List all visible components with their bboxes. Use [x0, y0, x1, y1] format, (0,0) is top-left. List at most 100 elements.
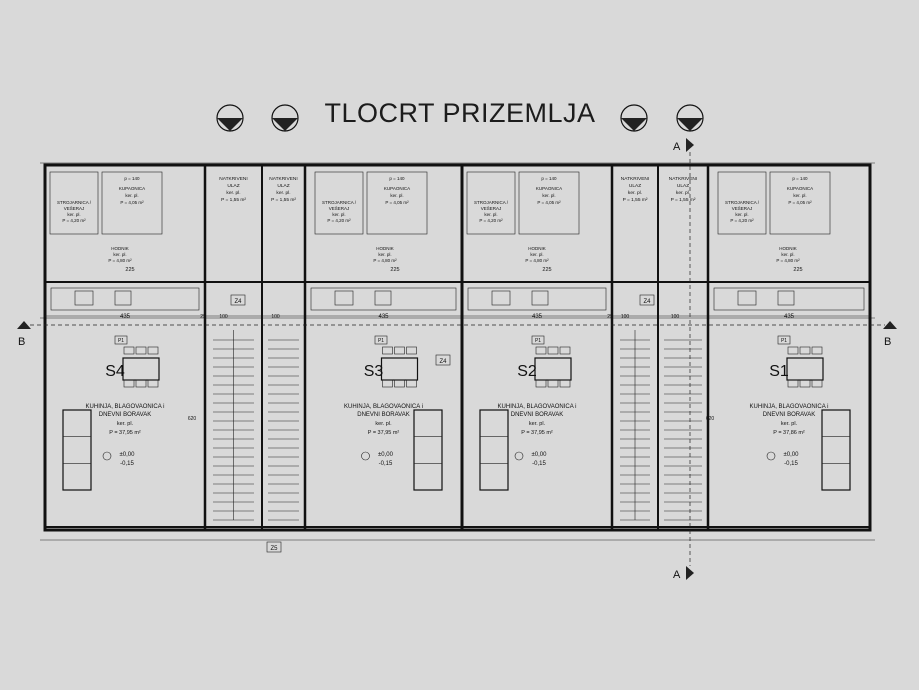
laundry-floor: ker. pl. — [484, 212, 497, 217]
tag-label: P1 — [118, 338, 124, 344]
laundry-room — [717, 171, 767, 235]
bathroom-name: KUPAONICA — [384, 186, 410, 191]
sofa — [479, 409, 509, 491]
level-bottom: -0,15 — [379, 461, 393, 467]
dining-chair — [811, 379, 823, 388]
laundry-name-2: VEŠERAJ — [329, 205, 350, 211]
kitchen-counter — [310, 287, 457, 311]
laundry-name: STROJARNICA / — [474, 200, 509, 205]
hall-name: HODNIK — [779, 246, 797, 251]
laundry-name-2: VEŠERAJ — [481, 205, 502, 211]
laundry-area: P = 4,20 m² — [62, 218, 86, 223]
level-marker-icon — [514, 451, 524, 461]
cooktop — [114, 290, 132, 306]
svg-text:B: B — [884, 336, 891, 348]
dining-chair — [535, 379, 547, 388]
tag-z5-box — [266, 541, 282, 553]
dining-chair — [123, 346, 135, 355]
section-marker-b-right: B — [883, 321, 897, 348]
bathroom — [769, 171, 831, 235]
bathroom — [518, 171, 580, 235]
room-name: KUHINJA, BLAGOVAONICA i — [344, 404, 423, 410]
kitchen-counter — [50, 287, 200, 311]
entrance-floor: ker. pl. — [276, 190, 290, 196]
stair-dim-100: 100 — [271, 314, 280, 320]
laundry-floor: ker. pl. — [332, 212, 345, 217]
dining-table — [122, 357, 160, 381]
unit-label: S4 — [105, 363, 125, 380]
entrance-floor: ker. pl. — [628, 190, 642, 196]
orientation-symbol-1 — [216, 104, 244, 132]
tag-label: P1 — [781, 338, 787, 344]
room-name: KUHINJA, BLAGOVAONICA i — [750, 404, 829, 410]
tag-label: P1 — [378, 338, 384, 344]
entrance-name: NATKRIVENI — [621, 176, 649, 182]
hall-area: P = 4,80 m² — [373, 258, 397, 263]
hall-area: P = 4,80 m² — [776, 258, 800, 263]
dining-chair — [406, 346, 417, 355]
hall-area: P = 4,80 m² — [525, 258, 549, 263]
level-bottom: -0,15 — [532, 461, 546, 467]
sofa — [62, 409, 92, 491]
entrance-name-2: ULAZ — [227, 183, 239, 189]
laundry-name-2: VEŠERAJ — [64, 205, 85, 211]
dimension-225: 225 — [125, 267, 134, 273]
hall-name: HODNIK — [111, 246, 129, 251]
hall-area: P = 4,80 m² — [108, 258, 132, 263]
laundry-room — [49, 171, 99, 235]
staircase-4: 100 — [664, 314, 702, 521]
laundry-area: P = 4,20 m² — [730, 218, 754, 223]
dimension-225: 225 — [542, 267, 551, 273]
stair-dim-100: 100 — [621, 314, 630, 320]
entrance-floor: ker. pl. — [226, 190, 240, 196]
section-marker-b-left: B — [17, 321, 31, 348]
dining-chair — [559, 346, 571, 355]
bathroom-floor: ker. pl. — [542, 193, 555, 198]
bathroom-floor: ker. pl. — [793, 193, 806, 198]
level-marker-icon — [102, 451, 112, 461]
entrance-name: NATKRIVENI — [269, 176, 297, 182]
dining-chair — [147, 379, 159, 388]
dimension-225: 225 — [390, 267, 399, 273]
kitchen-counter — [713, 287, 865, 311]
dining-chair — [811, 346, 823, 355]
entrance-name: NATKRIVENI — [219, 176, 247, 182]
room-name-line2: DNEVNI BORAVAK — [511, 412, 563, 418]
hall-floor: ker. pl. — [781, 252, 794, 257]
entrance-area: P = 1,55 m² — [271, 197, 296, 203]
tag-label: P1 — [535, 338, 541, 344]
entrance-name-2: ULAZ — [629, 183, 641, 189]
dining-chair — [123, 379, 135, 388]
stair-dim-100: 100 — [671, 314, 680, 320]
section-marker-a-bottom: A — [673, 566, 694, 581]
tag-box — [531, 335, 545, 345]
dining-table — [380, 357, 419, 381]
dining-chair — [394, 346, 405, 355]
stair-dim-25: 25 — [607, 314, 613, 320]
bathroom — [101, 171, 163, 235]
dimension-label: 435 — [784, 314, 795, 320]
laundry-name: STROJARNICA / — [57, 200, 92, 205]
dining-table — [786, 357, 824, 381]
laundry-area: P = 4,20 m² — [479, 218, 503, 223]
cooktop — [374, 290, 392, 306]
plan-title: TLOCRT PRIZEMLJA — [324, 98, 596, 128]
bathroom-name: KUPAONICA — [536, 186, 562, 191]
cooktop — [531, 290, 549, 306]
window-label: p = 140 — [124, 176, 140, 181]
laundry-room — [314, 171, 364, 235]
dining-chair — [394, 379, 405, 388]
tag-z4: Z4 — [643, 299, 651, 305]
entrance-area: P = 1,55 m² — [221, 197, 246, 203]
laundry-name: STROJARNICA / — [322, 200, 357, 205]
sink — [74, 290, 94, 306]
svg-text:A: A — [673, 141, 681, 153]
dining-chair — [382, 346, 393, 355]
